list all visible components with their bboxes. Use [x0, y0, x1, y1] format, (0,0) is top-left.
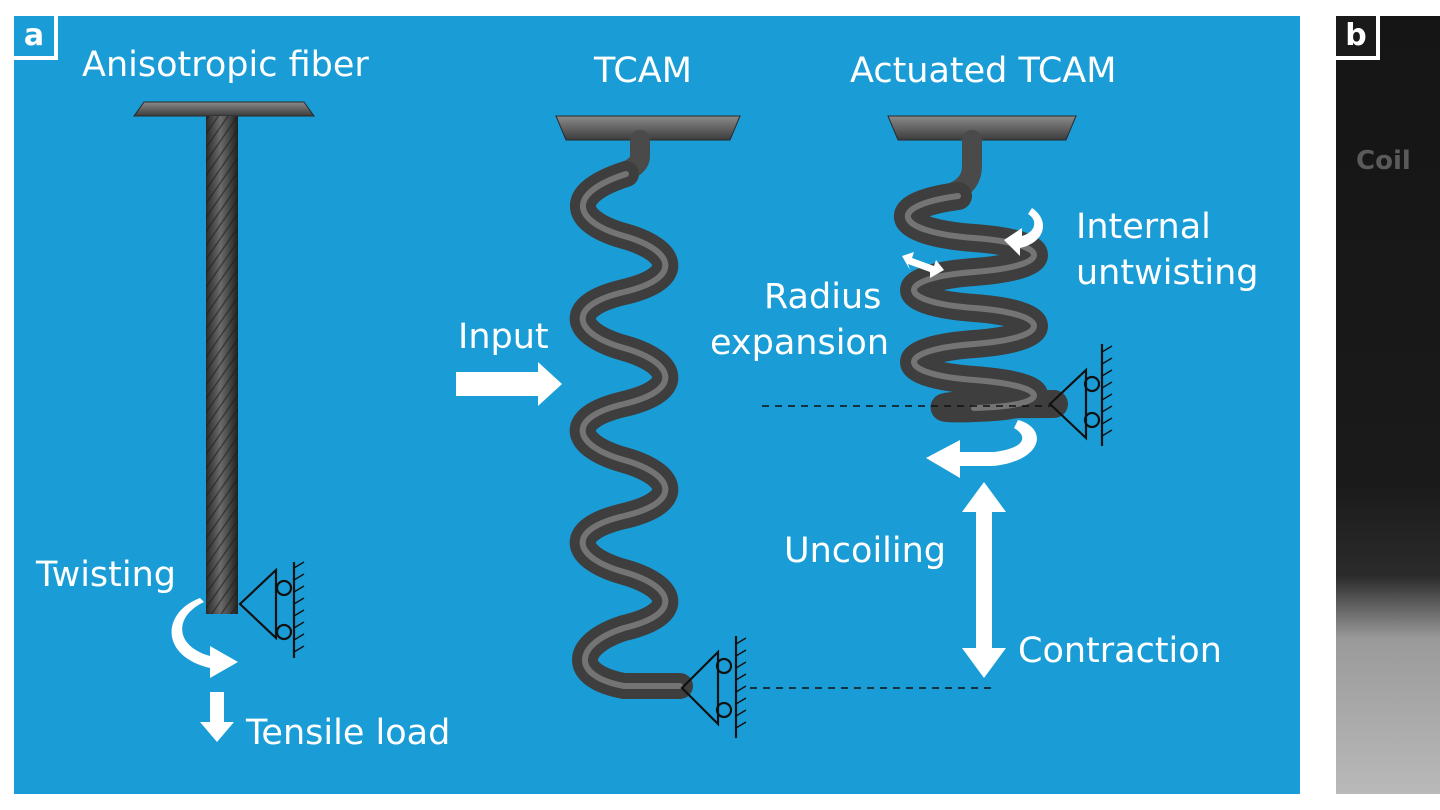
- internal-untwisting-line1: Internal: [1076, 207, 1211, 247]
- actuated-tcam-coil: [887, 115, 1077, 423]
- internal-untwisting-line2: untwisting: [1076, 253, 1259, 293]
- panel-a-label: a: [14, 16, 58, 60]
- panel-b-partial-text: Coil: [1356, 146, 1411, 176]
- fiber-title: Anisotropic fiber: [82, 45, 369, 85]
- panel-a-illustration: [133, 101, 1113, 742]
- contraction-arrow-icon: [962, 482, 1006, 678]
- tcam-coil: [555, 115, 741, 699]
- radius-expansion-arrow-icon: [902, 252, 944, 278]
- tensile-load-label: Tensile load: [246, 713, 451, 753]
- actuated-tcam-title: Actuated TCAM: [850, 51, 1117, 91]
- contraction-label: Contraction: [1018, 631, 1222, 671]
- twisting-label: Twisting: [36, 555, 177, 595]
- input-label: Input: [458, 317, 549, 357]
- uncoiling-arrow-icon: [926, 420, 1037, 478]
- panel-a: a Anisotropic fiber TCAM Actuated TCAM T…: [14, 16, 1300, 794]
- uncoiling-label: Uncoiling: [784, 531, 947, 571]
- radius-expansion-line1: Radius: [764, 277, 882, 317]
- panel-b-label: b: [1336, 16, 1380, 60]
- anisotropic-fiber: [133, 101, 315, 614]
- twisting-arrow-icon: [171, 598, 238, 678]
- radius-expansion-line2: expansion: [710, 323, 890, 363]
- tcam-title: TCAM: [594, 51, 692, 91]
- tensile-load-arrow-icon: [200, 692, 234, 742]
- internal-untwisting-arrow-icon: [1004, 208, 1044, 256]
- tcam-support-icon: [680, 636, 747, 738]
- panel-b: Coil b: [1336, 16, 1440, 794]
- fiber-support-icon: [238, 561, 305, 658]
- input-arrow-icon: [456, 362, 562, 406]
- actuated-support-icon: [1048, 344, 1113, 446]
